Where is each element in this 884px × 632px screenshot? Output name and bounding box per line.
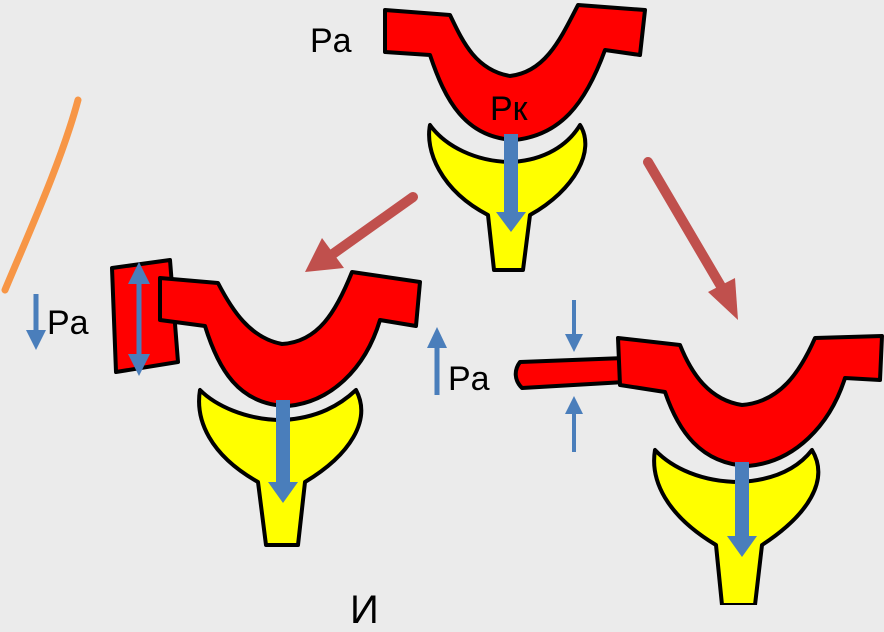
arrow-up-icon — [427, 327, 447, 395]
diagram-canvas — [0, 0, 884, 605]
right-constricted-afferent — [516, 358, 625, 388]
right-pa-label: Pa — [448, 362, 490, 396]
left-glomerular-vessel — [160, 272, 420, 406]
top-nephron-unit — [385, 5, 645, 270]
top-pk-label: Рк — [490, 92, 528, 126]
top-pa-label: Pa — [310, 24, 352, 58]
left-pa-label: Pa — [47, 306, 89, 340]
glomerular-pressure-diagram: Pa Рк Pa Pa И — [0, 0, 884, 605]
bottom-partial-text: И — [350, 590, 379, 630]
transition-arrow-right — [648, 162, 738, 320]
right-glomerular-vessel — [618, 336, 882, 466]
transition-arrow-left — [305, 197, 413, 272]
orange-stroke — [5, 100, 78, 290]
left-nephron-unit — [112, 260, 420, 545]
arrow-down-icon — [26, 294, 46, 350]
right-nephron-unit — [516, 300, 882, 605]
